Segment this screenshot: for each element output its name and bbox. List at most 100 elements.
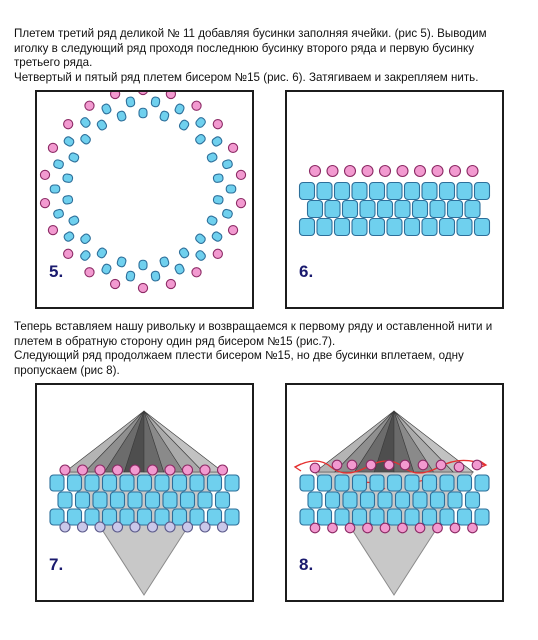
blue-delica-bead bbox=[421, 508, 438, 526]
blue-delica-bead bbox=[206, 152, 218, 163]
blue-delica-bead bbox=[211, 136, 223, 147]
blue-delica-bead bbox=[57, 491, 73, 509]
pink-seed-bead bbox=[344, 522, 356, 534]
blue-delica-bead bbox=[195, 233, 206, 245]
blue-delica-bead bbox=[299, 508, 315, 526]
lilac-seed-bead bbox=[199, 521, 211, 533]
pink-seed-bead bbox=[383, 459, 395, 471]
blue-delica-bead bbox=[403, 181, 421, 201]
text-line: третьего ряда. bbox=[14, 56, 93, 70]
blue-delica-bead bbox=[447, 491, 463, 509]
text-line: Плетем третий ряд деликой № 11 добавляя … bbox=[14, 27, 487, 40]
blue-delica-bead bbox=[324, 491, 341, 509]
blue-delica-bead bbox=[386, 217, 403, 237]
blue-delica-bead bbox=[189, 508, 205, 526]
bead-rows-diagram bbox=[298, 164, 491, 237]
blue-delica-bead bbox=[92, 491, 108, 509]
pink-seed-bead bbox=[191, 100, 202, 111]
blue-delica-bead bbox=[307, 491, 323, 509]
blue-delica-bead bbox=[333, 181, 351, 201]
lilac-seed-bead bbox=[94, 521, 106, 533]
blue-delica-bead bbox=[62, 173, 74, 183]
blue-delica-bead bbox=[174, 103, 185, 115]
blue-delica-bead bbox=[439, 508, 455, 526]
pink-seed-bead bbox=[181, 464, 194, 476]
blue-delica-bead bbox=[464, 491, 481, 509]
blue-delica-bead bbox=[429, 199, 446, 219]
blue-delica-bead bbox=[109, 491, 126, 509]
blue-delica-bead bbox=[96, 119, 108, 131]
pink-seed-bead bbox=[63, 119, 74, 130]
pink-seed-bead bbox=[379, 522, 391, 534]
blue-delica-bead bbox=[96, 247, 108, 259]
pink-seed-bead bbox=[138, 92, 148, 96]
pink-seed-bead bbox=[435, 459, 447, 471]
blue-delica-bead bbox=[195, 133, 206, 145]
figure-7-panel: 7. bbox=[35, 383, 254, 602]
blue-delica-bead bbox=[74, 491, 91, 509]
blue-delica-bead bbox=[299, 474, 315, 492]
blue-delica-bead bbox=[178, 247, 190, 259]
blue-delica-bead bbox=[150, 270, 161, 282]
blue-delica-bead bbox=[154, 508, 170, 526]
pink-seed-bead bbox=[84, 267, 95, 278]
blue-delica-bead bbox=[206, 215, 218, 226]
pink-seed-bead bbox=[235, 169, 247, 181]
pink-seed-bead bbox=[63, 248, 74, 259]
blue-delica-bead bbox=[316, 181, 333, 201]
pink-seed-bead bbox=[129, 464, 141, 476]
blue-delica-bead bbox=[159, 110, 170, 122]
blue-delica-bead bbox=[224, 508, 240, 526]
text-line: Следующий ряд продолжаем плести бисером … bbox=[14, 349, 464, 363]
blue-delica-bead bbox=[154, 474, 170, 492]
pink-seed-bead bbox=[396, 164, 409, 178]
blue-delica-bead bbox=[359, 491, 376, 509]
blue-delica-bead bbox=[125, 270, 136, 282]
pink-seed-bead bbox=[466, 164, 479, 178]
blue-delica-bead bbox=[298, 181, 316, 201]
blue-delica-bead bbox=[162, 491, 178, 509]
pink-seed-bead bbox=[397, 522, 408, 534]
pink-seed-bead bbox=[39, 197, 51, 209]
blue-delica-bead bbox=[171, 474, 188, 492]
pink-seed-bead bbox=[212, 119, 223, 130]
blue-delica-bead bbox=[116, 256, 127, 268]
pink-seed-bead bbox=[164, 464, 176, 476]
blue-delica-bead bbox=[159, 256, 170, 268]
rivoli-setting-diagram bbox=[49, 410, 240, 596]
pink-seed-bead bbox=[227, 142, 239, 154]
pink-seed-bead bbox=[199, 464, 211, 476]
blue-delica-bead bbox=[214, 491, 231, 509]
blue-delica-bead bbox=[421, 181, 438, 201]
text-line: Четвертый и пятый ряд плетем бисером №15… bbox=[14, 70, 479, 84]
figure-8-panel: 8. bbox=[285, 383, 504, 602]
blue-delica-bead bbox=[377, 491, 393, 509]
blue-delica-bead bbox=[438, 217, 456, 237]
figure-number: 8. bbox=[299, 555, 314, 574]
pink-seed-bead bbox=[84, 100, 95, 111]
instruction-paragraph-top: Плетем третий ряд деликой № 11 добавляя … bbox=[14, 27, 524, 85]
blue-delica-bead bbox=[386, 508, 403, 526]
blue-delica-bead bbox=[474, 508, 490, 526]
blue-delica-bead bbox=[206, 474, 223, 492]
text-line: иголку в следующий ряд проходя последнюю… bbox=[14, 41, 475, 55]
pink-seed-bead bbox=[414, 522, 426, 534]
blue-delica-bead bbox=[174, 263, 185, 275]
blue-delica-bead bbox=[53, 208, 64, 219]
rivoli-facet bbox=[393, 410, 474, 473]
blue-delica-bead bbox=[66, 474, 83, 492]
blue-delica-bead bbox=[386, 181, 403, 201]
blue-delica-bead bbox=[144, 491, 161, 509]
blue-delica-bead bbox=[116, 110, 127, 122]
blue-delica-bead bbox=[49, 474, 65, 492]
lilac-seed-bead bbox=[129, 521, 141, 533]
pink-seed-bead bbox=[309, 522, 321, 534]
pink-seed-bead bbox=[111, 464, 124, 476]
blue-delica-bead bbox=[68, 215, 80, 226]
blue-delica-bead bbox=[80, 117, 91, 128]
blue-delica-bead bbox=[211, 231, 223, 242]
blue-delica-bead bbox=[101, 474, 118, 492]
blue-delica-bead bbox=[429, 491, 446, 509]
blue-delica-bead bbox=[404, 474, 420, 492]
pink-seed-bead bbox=[212, 248, 223, 259]
